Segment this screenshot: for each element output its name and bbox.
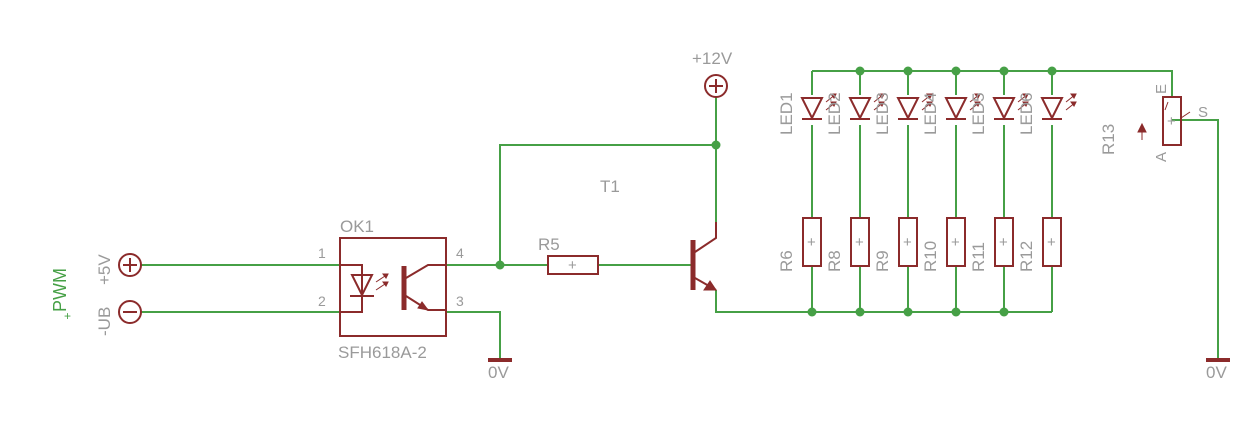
junctions <box>495 66 1057 317</box>
junction-dot <box>1047 66 1057 76</box>
resistor-r5: + R5 <box>538 235 599 275</box>
supply-pad-icon <box>704 74 728 98</box>
wire-led-rail <box>812 70 1173 97</box>
led-label: LED6 <box>1017 92 1036 135</box>
resistor-r10: + R10 <box>921 217 966 272</box>
led-array: LED1 LED2 LED3 LED4 LED5 <box>777 92 1077 135</box>
led-5: LED5 <box>969 92 1029 135</box>
wire-emitter-rail <box>715 290 1052 313</box>
junction-dot <box>951 307 961 317</box>
svg-text:+: + <box>855 234 864 251</box>
junction-dot <box>951 66 961 76</box>
junction-dot <box>807 307 817 317</box>
svg-text:+: + <box>1047 234 1056 251</box>
wire-opto-emitter <box>446 311 501 358</box>
junction-dot <box>855 66 865 76</box>
resistor-r8: + R8 <box>825 217 870 272</box>
supply-label: +12V <box>692 49 733 68</box>
junction-dot <box>855 307 865 317</box>
pad-minus-icon <box>118 300 142 324</box>
opto-pin-2: 2 <box>318 293 326 309</box>
svg-text:+: + <box>951 234 960 251</box>
r5-label: R5 <box>538 235 560 254</box>
led-2: LED2 <box>825 92 885 135</box>
led-1: LED1 <box>777 92 837 135</box>
junction-dot <box>999 307 1009 317</box>
resistor-r12: + R12 <box>1017 217 1062 272</box>
led-label: LED3 <box>873 92 892 135</box>
wire-node-up <box>499 144 716 265</box>
led-label: LED1 <box>777 92 796 135</box>
pot-arrow-icon <box>1137 122 1147 133</box>
t1-label: T1 <box>600 177 620 196</box>
pwm-plus-label: + <box>64 309 71 323</box>
led-column-wires <box>811 71 1053 312</box>
svg-text:+: + <box>903 234 912 251</box>
pot-label: R13 <box>1099 124 1118 155</box>
junction-dot <box>711 140 721 150</box>
junction-dot <box>903 307 913 317</box>
led-3: LED3 <box>873 92 933 135</box>
input-neg-label: -UB <box>95 307 114 336</box>
input-connector: +5V -UB PWM + <box>50 253 142 336</box>
transistor-t1: T1 <box>600 177 717 291</box>
pwm-label: PWM <box>50 268 70 312</box>
resistor-label: R9 <box>873 250 892 272</box>
junction-dot <box>999 66 1009 76</box>
opto-led-icon <box>350 274 374 298</box>
resistor-array: + R6 + R8 + R9 + R10 + R11 + R12 <box>777 217 1062 272</box>
opto-name-label: OK1 <box>340 217 374 236</box>
pad-plus-icon <box>118 253 142 277</box>
junction-dot <box>495 260 505 270</box>
ground-label: 0V <box>1206 363 1227 382</box>
resistor-label: R8 <box>825 250 844 272</box>
supply-12v: +12V <box>692 49 733 98</box>
led-6: LED6 <box>1017 92 1077 135</box>
svg-text:+: + <box>807 234 816 251</box>
opto-pin-3: 3 <box>456 293 464 309</box>
opto-value-label: SFH618A-2 <box>338 343 427 362</box>
ground-opto: 0V <box>488 358 512 382</box>
svg-text:+: + <box>999 234 1008 251</box>
potentiometer-r13: + R13 E A S <box>1099 84 1208 162</box>
pot-s-label: S <box>1198 104 1208 121</box>
resistor-label: R12 <box>1017 241 1036 272</box>
svg-text:+: + <box>568 257 577 274</box>
led-label: LED4 <box>921 92 940 135</box>
ground-label: 0V <box>488 363 509 382</box>
svg-text:+: + <box>1167 113 1176 130</box>
resistor-label: R10 <box>921 241 940 272</box>
wires <box>140 70 1219 358</box>
resistor-label: R11 <box>969 242 988 272</box>
resistor-r6: + R6 <box>777 217 822 272</box>
input-pos-label: +5V <box>95 254 114 285</box>
pot-e-label: E <box>1153 84 1170 94</box>
wire-pot-wiper <box>1172 119 1219 358</box>
junction-dot <box>903 66 913 76</box>
optocoupler-ok1: OK1 SFH618A-2 1 2 4 3 <box>318 217 464 362</box>
opto-pin-1: 1 <box>318 245 326 261</box>
resistor-r9: + R9 <box>873 217 918 272</box>
pot-a-label: A <box>1153 152 1170 162</box>
led-label: LED5 <box>969 92 988 135</box>
led-4: LED4 <box>921 92 981 135</box>
resistor-label: R6 <box>777 250 796 272</box>
ground-pot: 0V <box>1206 358 1230 382</box>
resistor-r11: + R11 <box>969 217 1014 272</box>
opto-pin-4: 4 <box>456 245 464 261</box>
emitter-arrow-icon <box>703 280 717 291</box>
led-label: LED2 <box>825 92 844 135</box>
